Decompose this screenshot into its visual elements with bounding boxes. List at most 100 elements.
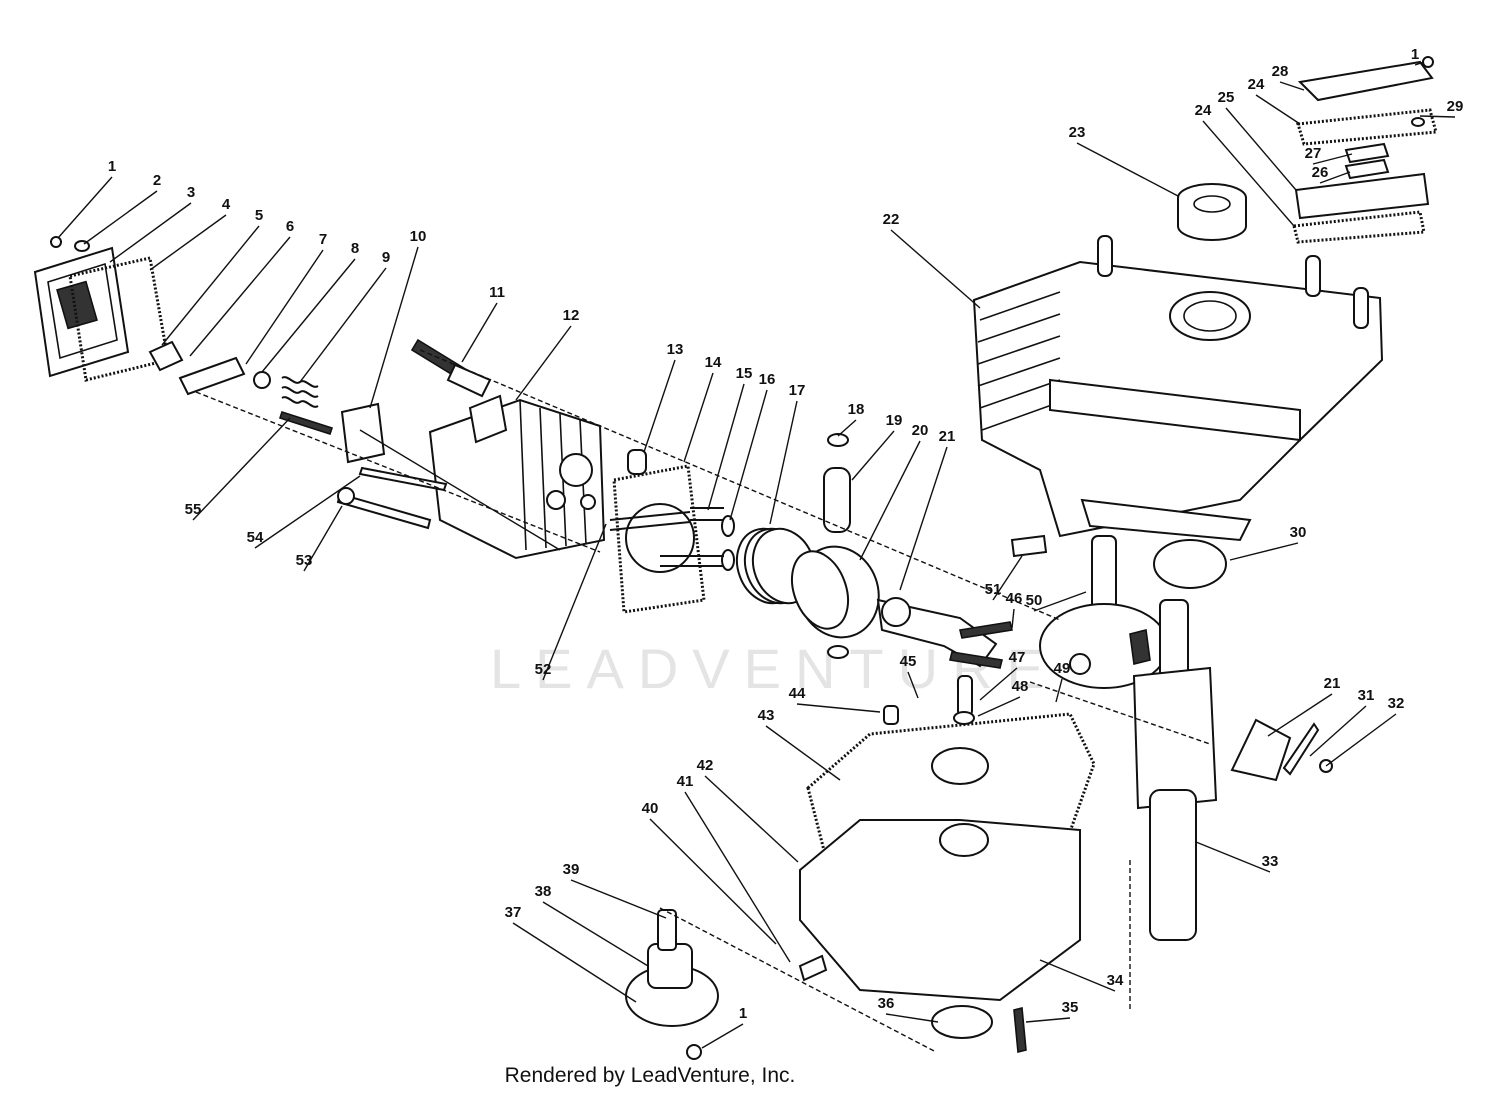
callout-leader	[245, 249, 324, 365]
callout-label: 8	[351, 240, 359, 257]
connecting-rod-group	[876, 597, 1013, 669]
callout-leader	[1267, 693, 1333, 737]
callout-leader	[704, 775, 799, 863]
callout-label: 34	[1107, 972, 1124, 989]
callout-leader	[1076, 142, 1179, 197]
callout-label: 5	[255, 207, 263, 224]
callout-label: 13	[667, 341, 684, 358]
callout-leader	[707, 383, 745, 511]
callout-label: 40	[642, 800, 659, 817]
callout-label: 46	[1006, 590, 1023, 607]
callout-label: 35	[1062, 999, 1079, 1016]
callout-label: 24	[1248, 76, 1265, 93]
oil-pump-group	[625, 909, 719, 1060]
callout-label: 48	[1012, 678, 1029, 695]
callout-label: 9	[382, 249, 390, 266]
callout-leader	[643, 359, 676, 453]
callout-leader	[1325, 713, 1397, 767]
callout-label: 51	[985, 581, 1002, 598]
callout-label: 7	[319, 231, 327, 248]
callout-leader	[149, 214, 227, 271]
callout-label: 31	[1358, 687, 1375, 704]
callout-label: 52	[535, 661, 552, 678]
callout-leader	[899, 446, 948, 591]
callout-leader	[684, 791, 791, 963]
callout-leader	[1255, 94, 1301, 125]
callout-leader	[189, 236, 291, 357]
cylinder-head-group	[336, 338, 606, 560]
callout-label: 14	[705, 354, 722, 371]
callout-label: 30	[1290, 524, 1307, 541]
callout-leader	[515, 325, 572, 401]
callout-leader	[1025, 1017, 1071, 1023]
callout-leader	[461, 302, 498, 363]
callout-leader	[570, 879, 667, 919]
callout-label: 47	[1009, 649, 1026, 666]
callout-label: 22	[883, 211, 900, 228]
callout-label: 15	[736, 365, 753, 382]
callout-label: 6	[286, 218, 294, 235]
callout-leader	[303, 505, 343, 572]
callout-leader	[1011, 608, 1015, 629]
callout-label: 26	[1312, 164, 1329, 181]
callout-leader	[837, 419, 857, 437]
callout-label: 21	[1324, 675, 1341, 692]
callout-leader	[851, 430, 895, 481]
callout-label: 21	[939, 428, 956, 445]
shafts-group	[1010, 534, 1333, 941]
callout-leader	[1202, 120, 1295, 227]
callout-label: 41	[677, 773, 694, 790]
callout-leader	[1279, 81, 1305, 91]
callout-leader	[542, 901, 649, 967]
callout-leader	[701, 1023, 744, 1049]
callout-leader	[992, 555, 1023, 601]
callout-leader	[254, 475, 361, 549]
callout-label: 55	[185, 501, 202, 518]
callout-label: 36	[878, 995, 895, 1012]
callout-label: 11	[489, 284, 505, 301]
callout-label: 16	[759, 371, 776, 388]
callout-leader	[83, 190, 158, 245]
callout-leader	[542, 523, 607, 681]
callout-label: 50	[1026, 592, 1043, 609]
callout-leader	[977, 696, 1021, 717]
cylinder-block-group	[972, 183, 1384, 589]
footer-credit: Rendered by LeadVenture, Inc.	[504, 1064, 796, 1087]
callout-leader	[161, 225, 260, 346]
callout-label: 54	[247, 529, 264, 546]
callout-label: 24	[1195, 102, 1212, 119]
callout-label: 3	[187, 184, 195, 201]
callout-label: 37	[505, 904, 522, 921]
callout-leader	[979, 667, 1018, 701]
callout-leader	[890, 229, 981, 309]
callout-label: 42	[697, 757, 714, 774]
callout-label: 12	[563, 307, 580, 324]
crankcase-cover-group	[798, 675, 1096, 1054]
callout-label: 39	[563, 861, 580, 878]
callout-leader	[907, 671, 919, 699]
callout-leader	[512, 922, 637, 1003]
callout-leader	[192, 417, 291, 521]
callout-label: 1	[108, 158, 116, 175]
callout-leader	[649, 818, 777, 945]
callout-leader	[1419, 115, 1456, 118]
callout-leader	[261, 258, 356, 373]
callout-label: 25	[1218, 89, 1235, 106]
callout-leader	[1312, 153, 1353, 165]
callout-leader	[765, 725, 841, 781]
callout-leader	[1033, 591, 1087, 612]
callout-label: 38	[535, 883, 552, 900]
callout-label: 32	[1388, 695, 1405, 712]
callout-label: 19	[886, 412, 903, 429]
valve-cover-group	[33, 236, 386, 464]
callout-leader	[1414, 61, 1425, 66]
callout-label: 29	[1447, 98, 1464, 115]
callout-label: 2	[153, 172, 161, 189]
callout-label: 49	[1054, 660, 1071, 677]
callout-leader	[796, 703, 881, 713]
callout-label: 45	[900, 653, 917, 670]
callout-leader	[1055, 678, 1063, 703]
callout-label: 28	[1272, 63, 1289, 80]
